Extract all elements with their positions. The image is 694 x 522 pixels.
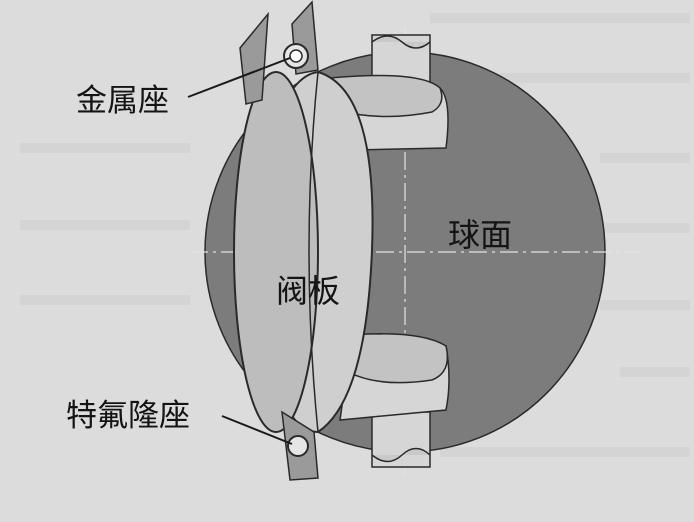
- valve-plate-label: 阀板: [276, 272, 340, 310]
- metal-seat-leader: [187, 57, 291, 98]
- lower-stem: [371, 411, 431, 468]
- valve-plate: [233, 70, 374, 434]
- ptfe-seat-leader: [221, 415, 293, 445]
- spherical-surface-label: 球面: [448, 216, 512, 254]
- metal-seat-label: 金属座: [76, 83, 169, 119]
- ptfe-seat-label: 特氟隆座: [66, 398, 190, 434]
- lower-lug: [339, 333, 450, 421]
- metal-seat: [239, 0, 319, 105]
- background-page: [20, 13, 690, 457]
- ptfe-seat: [281, 410, 319, 481]
